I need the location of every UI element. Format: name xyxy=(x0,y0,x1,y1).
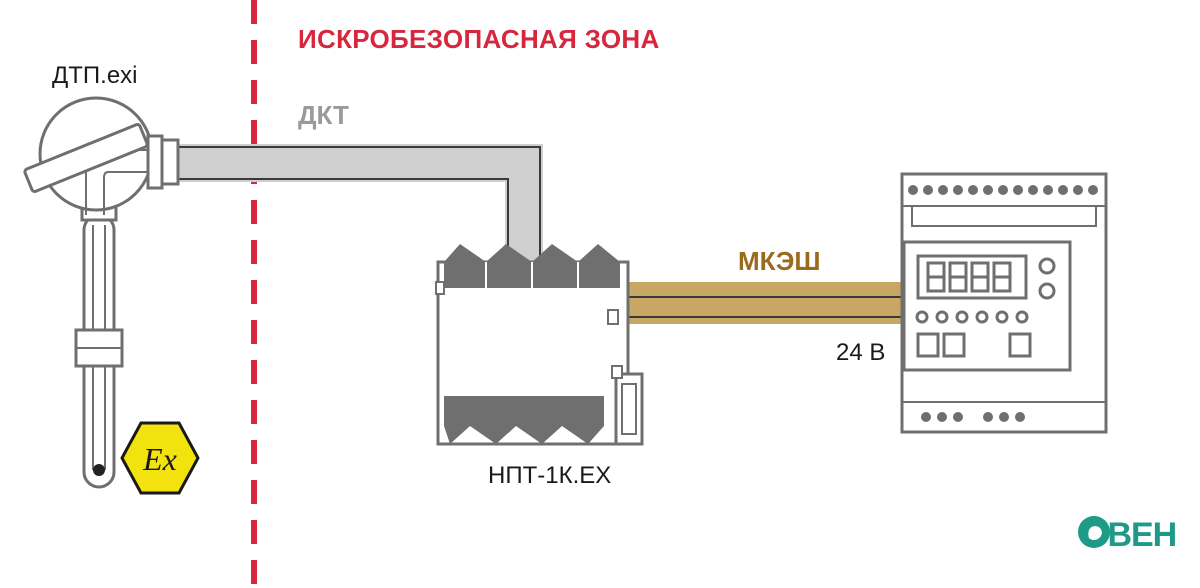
thermocouple-sensor xyxy=(23,96,180,489)
oven-logo-icon xyxy=(1078,516,1110,548)
barrier-module xyxy=(435,244,644,446)
knob-icon xyxy=(1038,257,1056,275)
controller-device xyxy=(900,172,1108,434)
voltage-label: 24 В xyxy=(836,339,886,366)
zone-title: ИСКРОБЕЗОПАСНАЯ ЗОНА xyxy=(298,24,660,54)
mkesh-cable xyxy=(628,282,902,324)
indicator-leds xyxy=(915,310,1029,324)
sensor-label: ДТП.exi xyxy=(52,62,138,89)
barrier-module-label: НПТ-1К.EX xyxy=(488,462,612,489)
panel-button xyxy=(1008,332,1032,358)
top-terminal-dots xyxy=(908,185,1098,195)
seven-segment-display xyxy=(926,261,1012,293)
ex-marking-badge: Ex xyxy=(120,421,200,495)
oven-logo-text: ОВЕН xyxy=(1082,516,1177,554)
dkt-cable xyxy=(176,144,543,262)
panel-button xyxy=(916,332,940,358)
mkesh-cable-label: МКЭШ xyxy=(738,246,821,276)
ex-symbol-text: Ex xyxy=(142,441,177,477)
bottom-terminal-dots xyxy=(921,412,1025,422)
dkt-cable-label: ДКТ xyxy=(298,100,349,130)
knob-icon xyxy=(1038,282,1056,300)
panel-button xyxy=(942,332,966,358)
